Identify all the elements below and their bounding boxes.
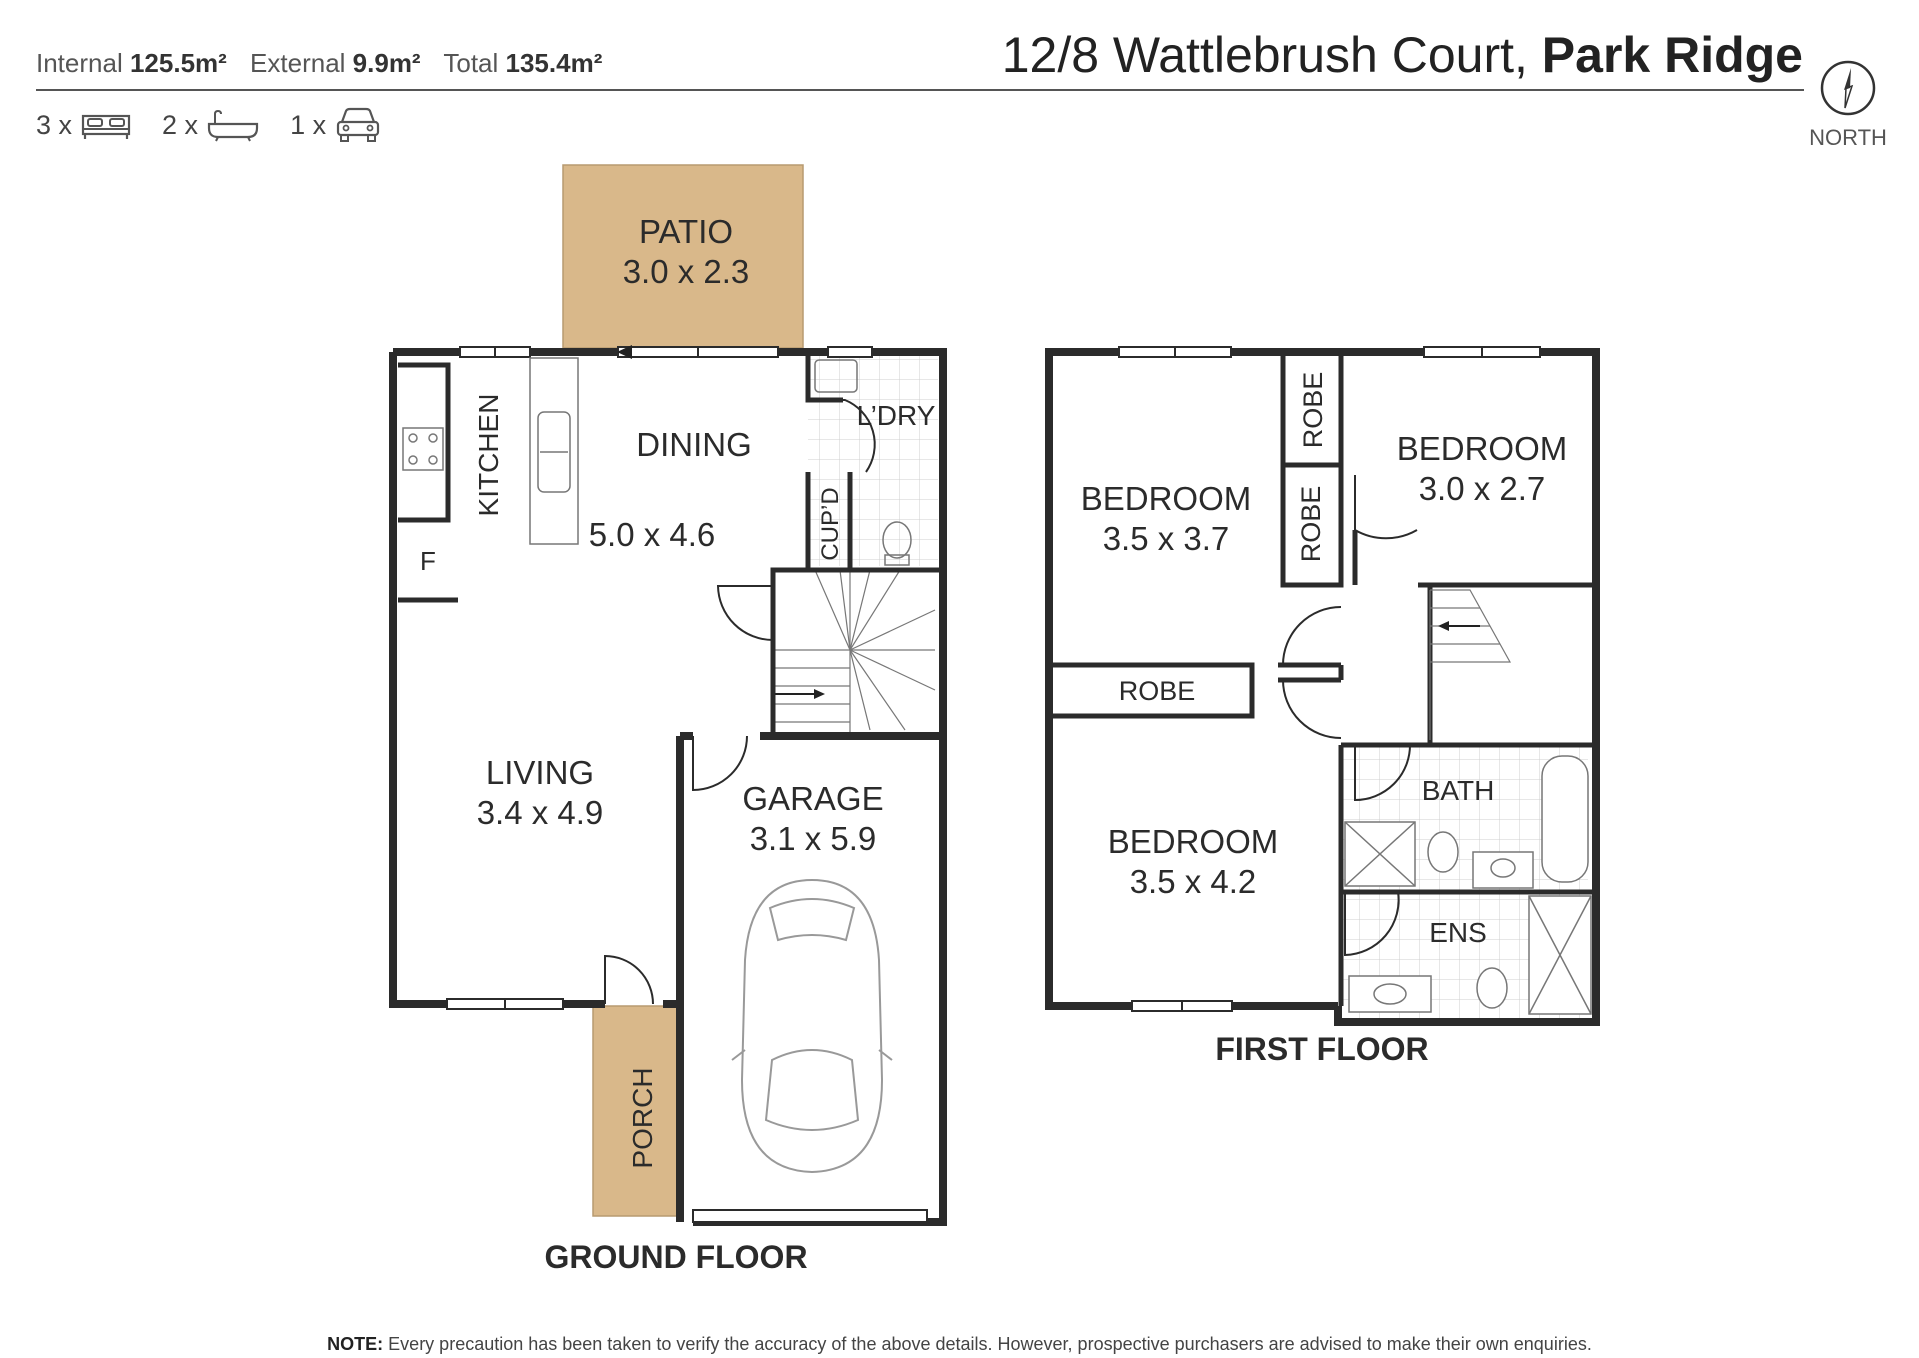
total-label: Total [443,48,499,78]
fridge-label: F [420,546,436,576]
first-floor-doors [1281,475,1418,957]
total-value: 135.4m² [505,48,603,78]
robe-2-label: ROBE [1296,486,1326,563]
feature-counts: 3 x 2 x 1 x [36,106,412,144]
first-floor-label: FIRST FLOOR [1215,1031,1428,1067]
patio-area [562,164,804,349]
ground-floor-plan: PATIO 3.0 x 2.3 KITCHEN DINING 5.0 x 4.6… [389,164,947,1275]
ground-floor-label: GROUND FLOOR [544,1239,807,1275]
garage-size: 3.1 x 5.9 [750,820,877,857]
living-size: 3.4 x 4.9 [477,794,604,831]
dining-size: 5.0 x 4.6 [589,516,716,553]
first-floor-stair [1429,589,1512,740]
compass: NORTH [1808,58,1888,151]
external-value: 9.9m² [352,48,421,78]
ground-floor-internal-walls [398,352,943,736]
sliding-door-arrow [617,345,632,359]
garage-label: GARAGE [742,780,883,817]
staircase [772,569,936,736]
kitchen-label: KITCHEN [473,394,504,517]
car-count: 1 x [290,109,327,140]
bathroom-count: 2 x [162,109,199,140]
bathroom-fittings [1344,755,1592,1015]
north-label: NORTH [1809,125,1887,150]
note-label: NOTE: [327,1334,384,1354]
first-floor-walls [1045,348,1600,1026]
car-icon [336,107,380,142]
bedroom-2-size: 3.0 x 2.7 [1419,470,1546,507]
compass-icon [1820,60,1876,116]
robe-3-label: ROBE [1119,676,1196,706]
bedroom-count: 3 x [36,109,73,140]
external-label: External [250,48,346,78]
disclaimer-note: NOTE: Every precaution has been taken to… [0,1334,1919,1355]
internal-value: 125.5m² [129,48,227,78]
kitchen-fittings [402,357,912,566]
internal-label: Internal [36,48,123,78]
bedroom-3-size: 3.5 x 4.2 [1130,863,1257,900]
porch-area [592,1005,678,1217]
note-text: Every precaution has been taken to verif… [388,1334,1592,1354]
porch-label: PORCH [627,1067,658,1168]
car-outline [731,878,893,1174]
bedroom-1-size: 3.5 x 3.7 [1103,520,1230,557]
ground-floor-windows [446,346,928,1223]
laundry-label: L’DRY [857,400,936,431]
property-address: 12/8 Wattlebrush Court, Park Ridge [1002,26,1803,84]
robe-1-label: ROBE [1298,372,1328,449]
first-floor-plan: BEDROOM 3.5 x 3.7 ROBE ROBE BEDROOM 3.0 … [1045,346,1600,1067]
bath-label: BATH [1422,775,1495,806]
ground-floor-doors [604,399,876,1005]
first-floor-windows [1118,346,1541,1012]
bed-icon [81,114,131,139]
patio-size: 3.0 x 2.3 [623,253,750,290]
area-summary: Internal 125.5m² External 9.9m² Total 13… [36,48,602,79]
street-address: 12/8 Wattlebrush Court, [1001,27,1528,83]
bathtub-icon [207,109,259,142]
ensuite-label: ENS [1429,917,1487,948]
suburb-name: Park Ridge [1541,27,1803,83]
header-divider [36,89,1804,91]
dining-label: DINING [636,426,752,463]
living-label: LIVING [486,754,594,791]
bedroom-1-label: BEDROOM [1081,480,1252,517]
bedroom-2-label: BEDROOM [1397,430,1568,467]
bedroom-3-label: BEDROOM [1108,823,1279,860]
cupboard-label: CUP’D [817,487,844,560]
patio-label: PATIO [639,213,733,250]
